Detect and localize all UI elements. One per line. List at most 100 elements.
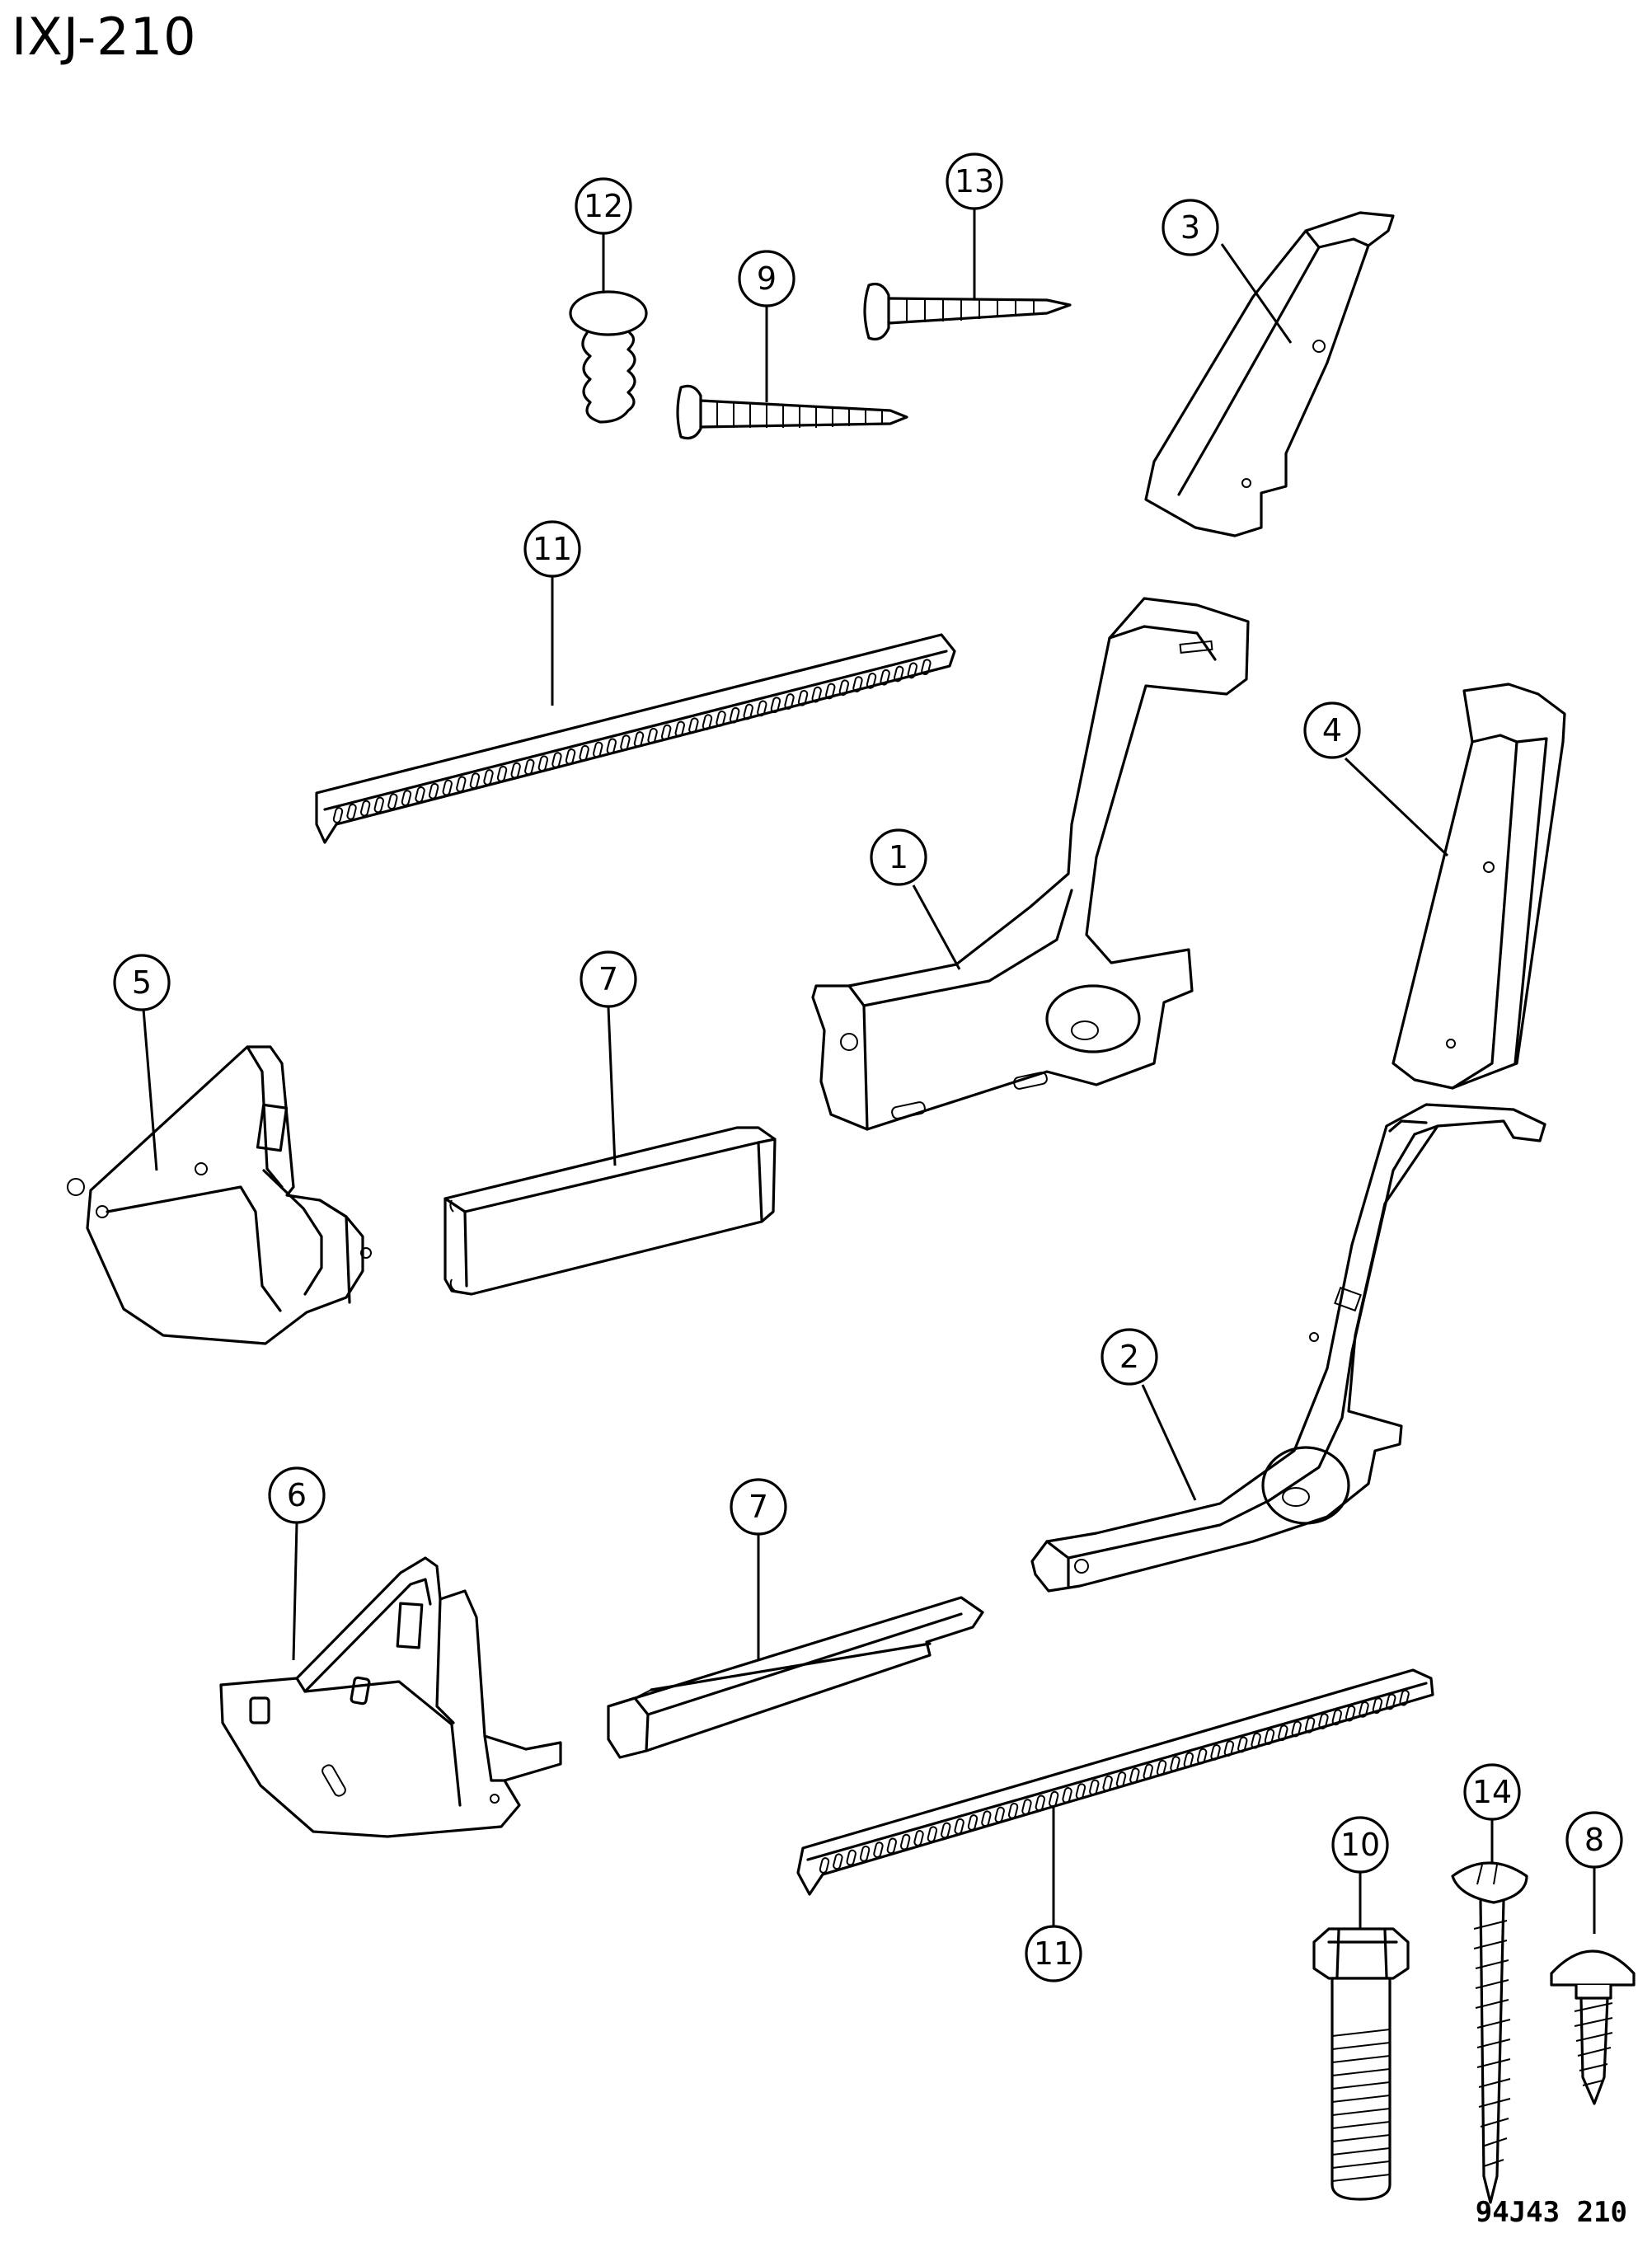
retainer-slot: [994, 1806, 1005, 1823]
retainer-slot: [647, 727, 658, 744]
retainer-slot: [674, 720, 685, 738]
retainer-slot: [551, 752, 562, 768]
retainer-slot: [981, 1810, 992, 1827]
retainer-slot: [819, 1857, 830, 1874]
retainer-slot: [579, 744, 589, 762]
callout-8: 8: [1565, 1811, 1623, 1869]
retainer-slot: [1048, 1790, 1059, 1808]
callout-12-label: 12: [584, 188, 623, 224]
retainer-slot: [811, 686, 822, 703]
leader-6: [292, 1522, 298, 1661]
screw-14: [1451, 1861, 1528, 2204]
leader-1: [912, 884, 961, 970]
callout-5-label: 5: [132, 964, 152, 1001]
retainer-slot: [359, 800, 371, 817]
retainer-slot: [496, 765, 508, 782]
retainer-slot: [1129, 1767, 1140, 1785]
retainer-slot: [387, 793, 398, 810]
retainer-slot: [1183, 1752, 1194, 1769]
pillar-trim-3: [1144, 211, 1395, 537]
callout-2: 2: [1101, 1328, 1158, 1386]
retainer-slot: [1291, 1720, 1302, 1738]
leader-4: [1344, 757, 1449, 857]
retainer-slot: [825, 683, 836, 700]
callout-11-lower-label: 11: [1034, 1935, 1073, 1972]
retainer-slot: [757, 700, 767, 717]
callout-7-upper: 7: [580, 950, 637, 1008]
retainer-slot: [332, 807, 344, 823]
retainer-slot: [1331, 1709, 1343, 1726]
callout-10-label: 10: [1340, 1827, 1380, 1863]
drawing-number: 94J43 210: [1475, 2196, 1627, 2229]
callout-6: 6: [268, 1466, 326, 1524]
retainer-slot: [1196, 1748, 1208, 1765]
retainer-slot: [1115, 1771, 1127, 1788]
retainer-slot: [1156, 1759, 1167, 1776]
retainer-slot: [1237, 1736, 1248, 1753]
retainer-slot: [660, 724, 672, 741]
retainer-slot: [833, 1853, 843, 1870]
retainer-slot: [428, 782, 439, 800]
carpet-retainer-11-lower: [796, 1668, 1434, 1896]
retainer-slot: [1372, 1697, 1383, 1715]
sill-plate-7-lower: [607, 1596, 984, 1759]
retainer-slot: [537, 755, 549, 772]
retainer-slot: [886, 1837, 898, 1855]
retainer-slot: [716, 711, 726, 727]
retainer-slot: [373, 796, 384, 814]
retainer-slot: [846, 1849, 857, 1866]
retainer-slot: [770, 697, 781, 714]
retainer-slot: [620, 734, 631, 752]
retainer-slot: [913, 1830, 924, 1846]
callout-1: 1: [870, 828, 927, 886]
leader-5: [142, 1008, 158, 1171]
kick-panel-6: [219, 1556, 562, 1838]
retainer-slot: [1021, 1799, 1032, 1815]
retainer-slot: [688, 717, 699, 734]
leader-3: [1220, 243, 1293, 344]
retainer-slot: [894, 665, 904, 683]
retainer-slot: [442, 779, 453, 796]
retainer-slot: [483, 769, 494, 786]
retainer-slot: [1278, 1724, 1288, 1742]
pillar-trim-4: [1392, 683, 1566, 1090]
retainer-slot: [415, 786, 425, 803]
callout-4: 4: [1303, 701, 1361, 759]
callout-2-label: 2: [1119, 1339, 1139, 1375]
retainer-slot: [967, 1814, 979, 1831]
retainer-slot: [469, 772, 481, 790]
retainer-slot: [880, 669, 890, 686]
carpet-retainer-11-upper: [315, 633, 956, 844]
callout-11-lower: 11: [1025, 1925, 1082, 1982]
pillar-trim-1: [811, 597, 1250, 1131]
retainer-slot: [1062, 1787, 1072, 1804]
retainer-slot: [1223, 1740, 1235, 1757]
retainer-slot: [1102, 1775, 1113, 1792]
pillar-trim-2: [1030, 1103, 1546, 1593]
retainer-slot: [784, 693, 795, 710]
retainer-slot: [899, 1833, 911, 1851]
callout-14-label: 14: [1472, 1774, 1512, 1810]
retainer-slot: [1318, 1713, 1329, 1729]
retainer-slot: [1345, 1705, 1356, 1722]
callout-9: 9: [738, 250, 795, 307]
push-pin-fastener-12: [569, 290, 648, 424]
retainer-slot: [593, 741, 603, 758]
retainer-slot: [866, 673, 877, 689]
retainer-slot: [954, 1818, 964, 1835]
retainer-slot: [927, 1826, 938, 1843]
retainer-slot: [510, 762, 521, 779]
retainer-slot: [1386, 1693, 1396, 1710]
leader-7-upper: [607, 1006, 617, 1166]
callout-11-upper-label: 11: [533, 531, 572, 567]
hex-bolt-10: [1312, 1927, 1410, 2201]
retainer-slot: [565, 748, 576, 765]
retainer-slot: [1143, 1763, 1153, 1780]
retainer-slot: [941, 1822, 951, 1839]
retainer-slot: [346, 803, 357, 820]
retainer-slot: [1264, 1729, 1275, 1745]
callout-14: 14: [1463, 1763, 1521, 1821]
callout-3-label: 3: [1180, 209, 1200, 246]
callout-9-label: 9: [757, 260, 777, 297]
